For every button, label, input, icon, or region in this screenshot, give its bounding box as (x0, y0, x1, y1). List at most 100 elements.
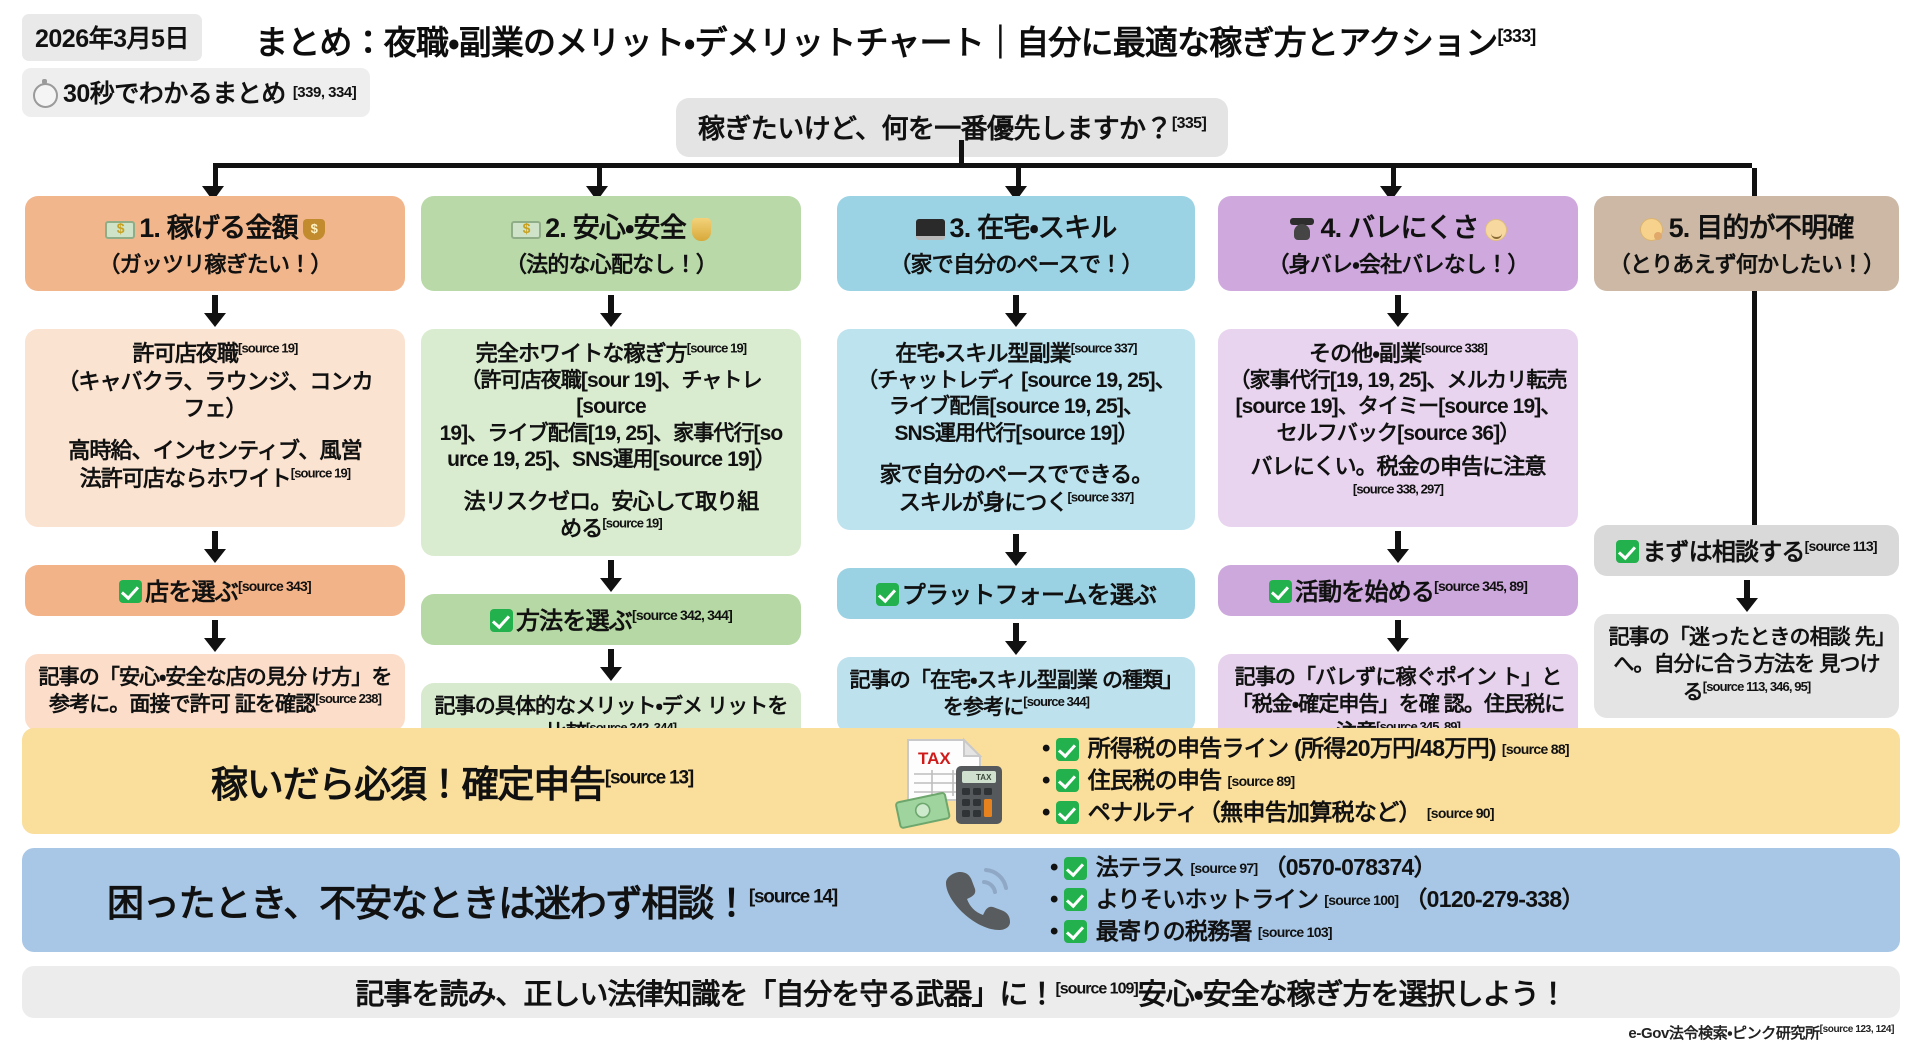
category-header-3-line1: 3. 在宅・スキル (845, 206, 1187, 245)
thinking-face-icon (1484, 219, 1507, 241)
detail-box-3-note-sup: [source 337] (1067, 489, 1135, 505)
detail-box-4-note-sup: [source 338, 297] (1352, 481, 1444, 497)
detail-box-1-title: 許可店夜職[source 19] (132, 340, 299, 366)
detail-box-3-note-2: スキルが身につく[source 337] (898, 489, 1135, 515)
action-box-5[interactable]: まずは相談する[source 113] (1594, 525, 1899, 576)
money-banknote-icon (511, 220, 542, 239)
tax-banner-item: •所得税の申告ライン (所得20万円/48万円)[source 88] (1042, 735, 1570, 763)
category-2-title: 2. 安心・安全 (545, 213, 687, 243)
reference-box-5: 記事の「迷ったときの相談 先」へ。自分に合う方法を 見つける[source 11… (1594, 614, 1899, 718)
help-banner-title-sup: [source 14] (748, 886, 838, 908)
telephone-icon (946, 868, 1010, 930)
shield-icon (691, 218, 711, 241)
reference-box-3-sup: [source 344] (1023, 693, 1090, 709)
arrow-2c (421, 645, 801, 683)
detail-box-3: 在宅・スキル型副業[source 337] （チャットレディ [source 1… (837, 329, 1195, 530)
category-1-title: 1. 稼げる金額 (139, 213, 298, 243)
category-header-1[interactable]: 1. 稼げる金額 （ガッツリ稼ぎたい！） (25, 196, 405, 291)
source-credit-sup: [source 123, 124] (1819, 1024, 1895, 1035)
detail-box-1-title-sup: [source 19] (238, 340, 298, 356)
source-credit-text: e-Gov法令検索・ピンク研究所 (1628, 1025, 1820, 1042)
final-banner-text: 記事を読み、正しい法律知識を「自分を守る武器」に！[source 109]安心・… (355, 979, 1567, 1011)
category-header-3[interactable]: 3. 在宅・スキル （家で自分のペースで！） (837, 196, 1195, 291)
category-header-4-line1: 4. バレにくさ (1226, 206, 1570, 245)
arrow-1b (25, 527, 405, 565)
check-mark-icon (119, 580, 143, 603)
detail-box-2-line-3: urce 19, 25]、SNS運用[source 19]） (447, 448, 776, 472)
arrow-3b (837, 530, 1195, 568)
detail-box-2-note-1: 法リスクゼロ。安心して取り組 (463, 488, 760, 514)
branch-column-4: 4. バレにくさ （身バレ・会社バレなし！） その他・副業[source 338… (1218, 196, 1578, 758)
arrow-4c (1218, 616, 1578, 654)
detail-box-4-title-sup: [source 338] (1421, 340, 1488, 356)
detail-box-4: その他・副業[source 338] （家事代行[19, 19, 25]、メルカ… (1218, 329, 1578, 527)
category-header-1-line1: 1. 稼げる金額 (33, 206, 397, 245)
thinking-face-icon (1639, 218, 1663, 241)
check-mark-icon (1055, 769, 1079, 793)
page-title: まとめ：夜職・副業のメリット・デメリットチャート｜自分に最適な稼ぎ方とアクション… (255, 16, 1895, 64)
connector-drop-4 (1391, 163, 1396, 189)
stopwatch-icon (32, 79, 58, 108)
category-header-4[interactable]: 4. バレにくさ （身バレ・会社バレなし！） (1218, 196, 1578, 291)
action-box-1[interactable]: 店を選ぶ[source 343] (25, 565, 405, 616)
money-bag-icon (302, 219, 325, 240)
check-mark-icon (1063, 888, 1087, 912)
connector-stem (959, 140, 964, 166)
action-box-2[interactable]: 方法を選ぶ[source 342, 344] (421, 593, 801, 645)
detail-box-2-note-sup: [source 19] (602, 515, 662, 531)
tax-banner-item: •住民税の申告[source 89] (1042, 766, 1295, 794)
detail-box-4-note-sup-line: [source 338, 297] (1228, 481, 1568, 509)
help-banner-title: 困ったとき、不安なときは迷わず相談！[source 14] (107, 883, 838, 924)
check-mark-icon (1055, 801, 1079, 825)
reference-box-4-line-2: ト」と「税金・確定申告」を確 (1231, 666, 1563, 717)
tax-banner-list: •所得税の申告ライン (所得20万円/48万円)[source 88] •住民税… (1042, 733, 1570, 828)
detail-box-2-line-2: 19]、ライブ配信[19, 25]、家事代行[so (439, 421, 784, 445)
category-header-5-line1: 5. 目的が不明確 (1602, 206, 1891, 245)
connector-drop-2 (597, 163, 602, 189)
detail-box-1-note-1: 高時給、インセンティブ、風営 (68, 438, 362, 464)
check-mark-icon (875, 582, 899, 606)
action-box-4-sup: [source 345, 89] (1434, 578, 1528, 594)
action-box-4-label: 活動を始める (1294, 579, 1435, 606)
root-question: 稼ぎたいけど、何を一番優先しますか？[335] (676, 98, 1229, 157)
reference-box-2-line-1: 記事の具体的なメリット・デメ (434, 694, 703, 718)
reference-box-3-line-1: 記事の「在宅・スキル型副業 (849, 668, 1098, 692)
category-header-3-line2: （家で自分のペースで！） (889, 252, 1143, 277)
arrow-3c (837, 619, 1195, 657)
arrow-2a (421, 291, 801, 329)
detail-box-3-line-1: （チャットレディ [source 19, 25]、 (857, 368, 1176, 392)
tax-banner-title-sup: [source 13] (604, 767, 694, 789)
reference-box-4-line-1: 記事の「バレずに稼ぐポイン (1234, 666, 1497, 689)
category-header-5[interactable]: 5. 目的が不明確 （とりあえず何かしたい！） (1594, 196, 1899, 291)
action-box-4[interactable]: 活動を始める[source 345, 89] (1218, 565, 1578, 616)
detail-box-4-line-3: セルフバック[source 36]） (1276, 421, 1521, 445)
reference-box-3: 記事の「在宅・スキル型副業 の種類」を参考に[source 344] (837, 656, 1195, 734)
detail-box-3-line-3: SNS運用代行[source 19]） (894, 421, 1138, 445)
check-mark-icon (489, 608, 513, 632)
summary-badge-sup: [339, 334] (292, 83, 357, 101)
detail-box-1-note-2: 法許可店ならホワイト[source 19] (79, 465, 351, 491)
help-banner-list: •法テラス[source 97]（0570-078374） •よりそいホットライ… (1050, 852, 1584, 947)
reference-box-1-line-1: 記事の「安心・安全な店の見分 (38, 666, 307, 689)
help-banner-item: •最寄りの税務署[source 103] (1050, 917, 1333, 945)
svg-text:TAX: TAX (976, 773, 992, 782)
connector-bus (213, 163, 1752, 168)
connector-drop-3 (1016, 163, 1021, 189)
action-box-3[interactable]: プラットフォームを選ぶ (837, 567, 1195, 619)
category-3-title: 3. 在宅・スキル (949, 213, 1118, 243)
category-header-2[interactable]: 2. 安心・安全 （法的な心配なし！） (421, 196, 801, 291)
action-box-2-label: 方法を選ぶ (515, 607, 633, 635)
reference-box-5-line-3: 見つける (1682, 653, 1881, 704)
reference-box-1: 記事の「安心・安全な店の見分 け方」を参考に。面接で許可 証を確認[source… (25, 654, 405, 731)
reference-box-5-line-1: 記事の「迷ったときの相談 (1608, 626, 1851, 649)
root-question-text: 稼ぎたいけど、何を一番優先しますか？ (698, 114, 1172, 144)
check-mark-icon (1055, 737, 1079, 761)
arrow-3a (837, 291, 1195, 329)
arrow-4a (1218, 291, 1578, 329)
reference-box-5-sup: [source 113, 346, 95] (1702, 678, 1811, 694)
branch-column-3: 3. 在宅・スキル （家で自分のペースで！） 在宅・スキル型副業[source … (837, 196, 1195, 734)
category-header-1-line2: （ガッツリ稼ぎたい！） (98, 252, 332, 277)
detail-box-2: 完全ホワイトな稼ぎ方[source 19] （許可店夜職[sour 19]、チャ… (421, 329, 801, 556)
branch-column-5: 5. 目的が不明確 （とりあえず何かしたい！） まずは相談する[source 1… (1594, 196, 1899, 718)
detail-box-2-line-1: （許可店夜職[sour 19]、チャトレ[source (460, 368, 762, 419)
